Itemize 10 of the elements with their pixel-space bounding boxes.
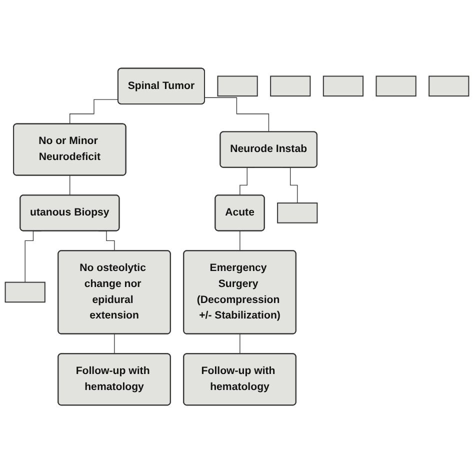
- node-box: [428, 76, 470, 97]
- connector: [70, 100, 119, 125]
- node-box: [277, 202, 318, 224]
- node-box: [4, 282, 46, 303]
- connector: [114, 334, 115, 355]
- node-box: [270, 76, 311, 97]
- node-box: [217, 76, 258, 97]
- node-box: [322, 76, 364, 97]
- connector: [204, 98, 270, 133]
- node-box: [376, 76, 416, 97]
